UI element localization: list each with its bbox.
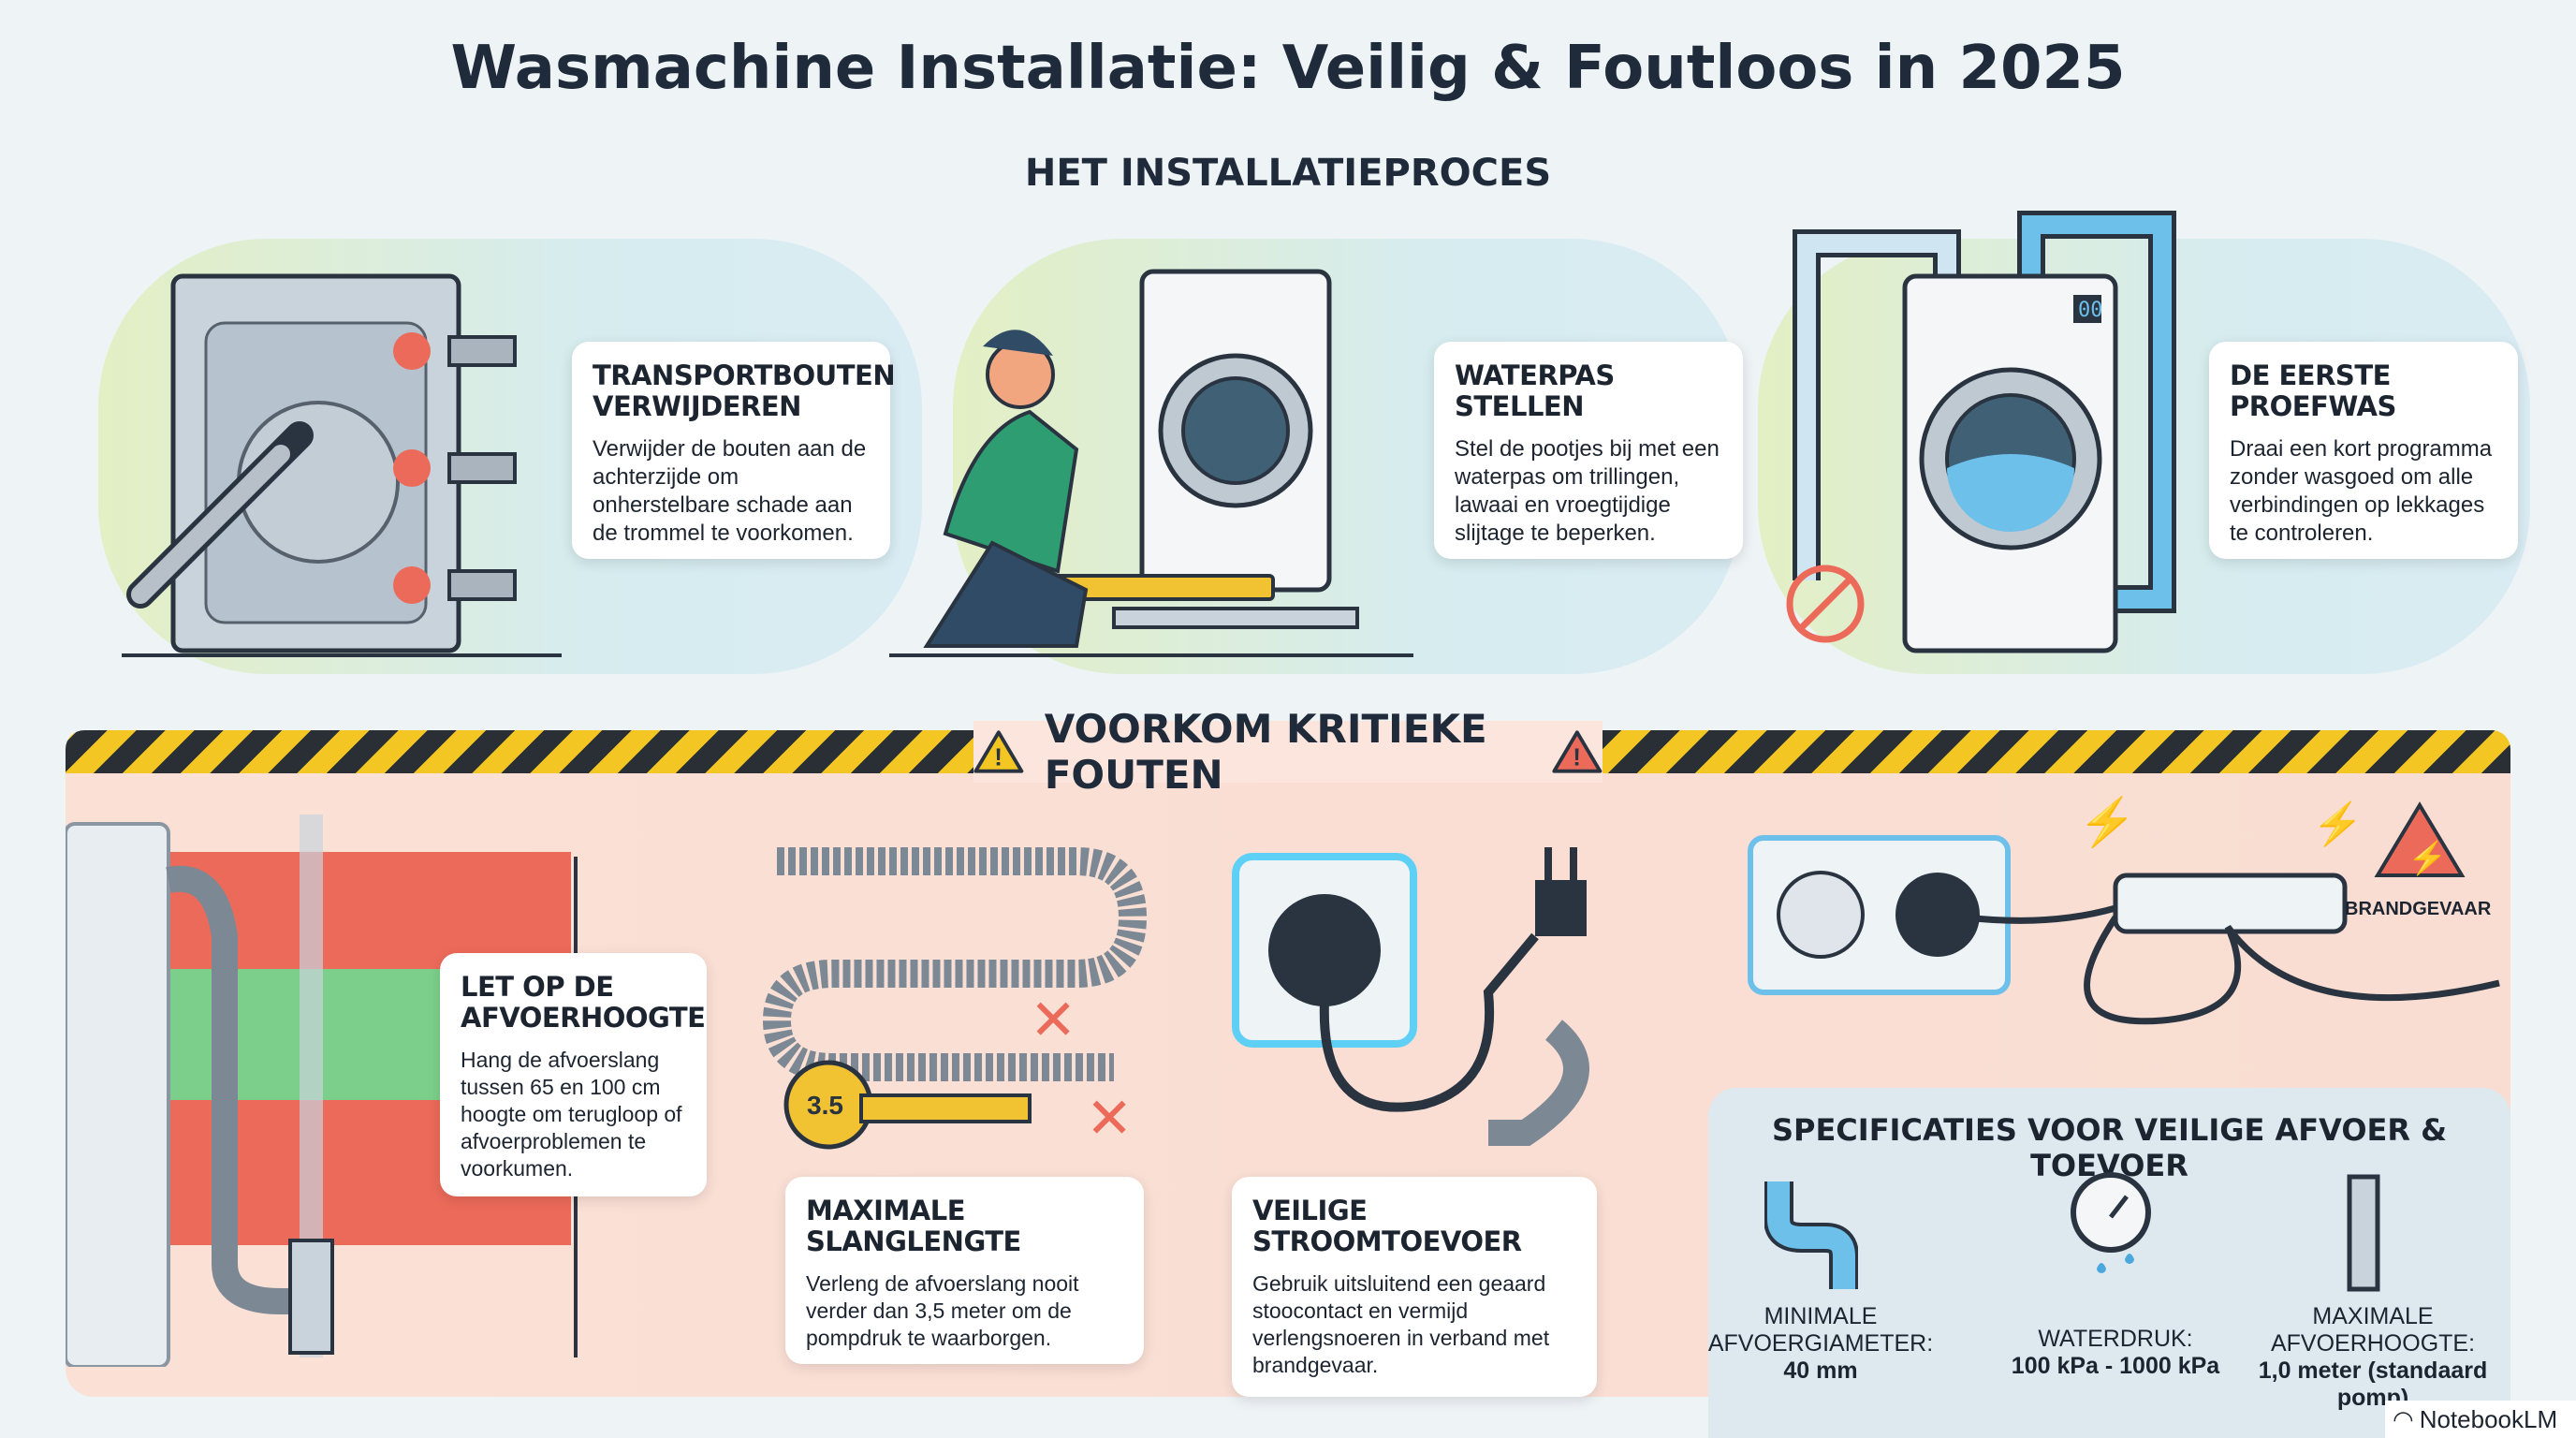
- display-readout: 00: [2078, 299, 2103, 322]
- warning-triangle-red-icon: !: [1552, 730, 1603, 773]
- step-title: TRANSPORTBOUTEN VERWIJDEREN: [593, 360, 896, 422]
- fire-hazard-icon: ⚡: [2374, 801, 2466, 877]
- spec-value: 100 kPa - 1000 kPa: [2011, 1353, 2220, 1379]
- error-body: Verleng de afvoerslang nooit verder dan …: [806, 1271, 1079, 1350]
- cross-icon: ✕: [1030, 989, 1076, 1051]
- cross-icon: ✕: [1086, 1087, 1133, 1150]
- spark-icon: ⚡: [2312, 800, 2364, 848]
- tape-label: 3.5: [807, 1091, 843, 1120]
- notebooklm-watermark: ◠NotebookLM: [2385, 1401, 2576, 1438]
- svg-text:!: !: [1573, 743, 1582, 771]
- error-card-hose-length: MAXIMALE SLANGLENGTE Verleng de afvoersl…: [785, 1177, 1144, 1364]
- spec-label: MINIMALE AFVOERGIAMETER:: [1707, 1303, 1934, 1357]
- error-card-power: VEILIGE STROOMTOEVOER Gebruik uitsluiten…: [1232, 1177, 1597, 1397]
- step-card-2: WATERPAS STELLEN Stel de pootjes bij met…: [1434, 342, 1743, 559]
- notebooklm-logo-icon: ◠: [2393, 1404, 2414, 1433]
- specs-panel: SPECIFICATIES VOOR VEILIGE AFVOER & TOEV…: [1708, 1088, 2510, 1438]
- error-body: Hang de afvoerslang tussen 65 en 100 cm …: [461, 1048, 682, 1181]
- vertical-pipe-icon: [2347, 1174, 2380, 1292]
- plug-icon: [1535, 847, 1587, 936]
- spec-water-pressure: WATERDRUK:100 kPa - 1000 kPa: [1989, 1326, 2242, 1380]
- bolt-icon: [393, 332, 517, 370]
- spec-label: MAXIMALE AFVOERHOOGTE:: [2270, 1303, 2476, 1357]
- specs-title: SPECIFICATIES VOOR VEILIGE AFVOER & TOEV…: [1771, 1112, 2448, 1183]
- svg-text:!: !: [994, 743, 1003, 771]
- extension-cord-hazard-illustration: ⚡ ⚡ ⚡: [1748, 795, 2500, 1025]
- spec-max-drain-height: MAXIMALE AFVOERHOOGTE:1,0 meter (standaa…: [2251, 1303, 2495, 1412]
- spec-drain-diameter: MINIMALE AFVOERGIAMETER:40 mm: [1699, 1303, 1942, 1385]
- hose-length-illustration: ✕ ✕ 3.5: [762, 847, 1148, 1150]
- svg-text:⚡: ⚡: [2408, 840, 2447, 877]
- grounded-outlet-illustration: [1232, 847, 1589, 1146]
- pipe-diameter-icon: [1764, 1181, 1858, 1289]
- pressure-gauge-icon: [2071, 1172, 2151, 1273]
- step-title: WATERPAS STELLEN: [1455, 360, 1615, 422]
- step-body: Draai een kort programma zonder wasgoed …: [2230, 436, 2493, 546]
- step-card-1: TRANSPORTBOUTEN VERWIJDEREN Verwijder de…: [572, 342, 896, 559]
- fire-hazard-label: BRANDGEVAAR: [2345, 899, 2492, 919]
- step-body: Stel de pootjes bij met een waterpas om …: [1455, 436, 1720, 546]
- tape-measure-icon: 3.5: [783, 1060, 1032, 1150]
- error-title: LET OP DE AFVOERHOOGTE: [461, 971, 706, 1034]
- no-leak-icon: [1786, 565, 1865, 643]
- leveling-illustration: [889, 269, 1413, 657]
- washing-machine-back-illustration: [122, 273, 562, 657]
- warning-title: VOORKOM KRITIEKE FOUTEN: [1044, 706, 1487, 798]
- section-title-process: HET INSTALLATIEPROCES: [1024, 152, 1552, 195]
- step-title: DE EERSTE PROEFWAS: [2230, 360, 2396, 422]
- bolt-icon: [393, 566, 517, 604]
- error-title: MAXIMALE SLANGLENGTE: [806, 1195, 1021, 1257]
- spark-icon: ⚡: [2078, 795, 2136, 850]
- warning-triangle-icon: !: [973, 730, 1024, 773]
- bolt-icon: [393, 449, 517, 487]
- error-title: VEILIGE STROOMTOEVOER: [1252, 1195, 1522, 1257]
- spec-value: 1,0 meter (standaard pomp): [2258, 1357, 2488, 1411]
- error-body: Gebruik uitsluitend een geaard stooconta…: [1252, 1271, 1550, 1377]
- error-card-drain-height: LET OP DE AFVOERHOOGTE Hang de afvoersla…: [440, 953, 707, 1196]
- spec-label: WATERDRUK:: [2038, 1326, 2193, 1352]
- step-card-3: DE EERSTE PROEFWAS Draai een kort progra…: [2209, 342, 2518, 559]
- warning-header: ! VOORKOM KRITIEKE FOUTEN !: [973, 706, 1603, 798]
- test-wash-illustration: 00: [1786, 211, 2176, 653]
- spec-value: 40 mm: [1783, 1357, 1858, 1384]
- page-title: Wasmachine Installatie: Veilig & Foutloo…: [450, 34, 2126, 103]
- watermark-text: NotebookLM: [2419, 1404, 2558, 1433]
- step-body: Verwijder de bouten aan de achterzijde o…: [593, 436, 867, 546]
